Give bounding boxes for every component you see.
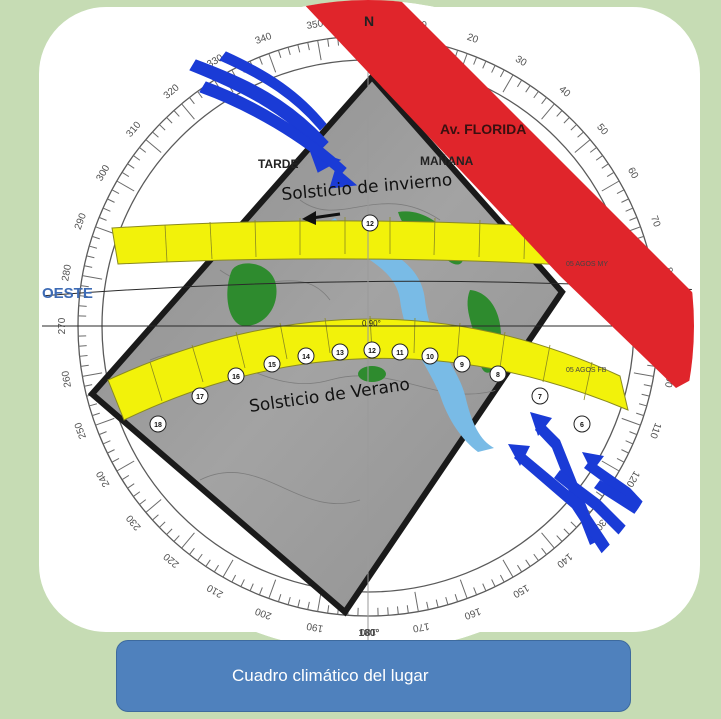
hour-marker [573,415,591,433]
river [322,218,494,452]
hour-marker-label: 10 [426,354,434,361]
hour-marker-label: 16 [232,374,240,381]
caption-text: Cuadro climático del lugar [232,666,429,685]
summer-dates-label: 05 AGOS FB [566,367,607,374]
bearing-label: 350 [306,18,325,32]
arrow-left-icon [302,211,341,225]
hour-marker [391,343,409,361]
street-label: Av. FLORIDA [440,121,526,137]
bearing-label: 110 [647,421,663,440]
winter-hour-markers: 12 [361,214,379,232]
caption-box: Cuadro climático del lugar [116,640,631,712]
bearing-label: 260 [60,369,74,388]
hour-marker-label: 12 [368,348,376,355]
bearing-label: 30 [513,54,529,69]
bearing-label: 70 [648,214,662,229]
bearing-label: 250 [73,420,89,440]
hour-marker [489,365,507,383]
south-label: 180° [359,628,380,639]
bearing-label: 170 [411,620,430,634]
hour-marker-label: 18 [154,422,162,429]
hour-marker-label: 15 [268,362,276,369]
street-florida [300,0,694,388]
bearing-label: 190 [305,620,324,634]
bearing-label: 60 [625,166,640,182]
hour-marker [191,387,209,405]
hour-marker [363,341,381,359]
north-label: N [364,13,374,29]
hour-marker-label: 14 [302,354,310,361]
bearing-label: 20 [465,32,480,46]
wind-arrow-icon [189,51,358,189]
hour-marker-label: 13 [336,350,344,357]
hour-marker-label: 8 [496,372,500,379]
tarde-label: TARDE [258,157,298,171]
hour-marker-label: 7 [538,394,542,401]
winter-dates-label: 05 AGOS MY [566,261,608,268]
zero-mark-label: 0 90° [362,319,381,328]
hour-marker [453,355,471,373]
hour-marker-label: 17 [196,394,204,401]
hour-marker [263,355,281,373]
hour-marker-label: 12 [366,221,374,228]
bearing-label: 340 [254,31,274,47]
bearing-label: 280 [60,263,74,282]
hour-marker-label: 11 [396,350,404,357]
hour-marker [149,415,167,433]
hour-marker [361,214,379,232]
hour-marker [297,347,315,365]
manana-label: MAÑANA [420,153,474,168]
hour-marker-label: 9 [460,362,464,369]
hour-marker [421,347,439,365]
hour-marker [531,387,549,405]
west-label: OESTE [42,285,93,302]
hour-marker-label: 6 [580,422,584,429]
hour-marker [331,343,349,361]
hour-marker [227,367,245,385]
bearing-label: 290 [73,211,89,231]
summer-hour-markers: 7 6 8 9 10 11 12 13 14 15 16 17 18 [149,341,591,433]
